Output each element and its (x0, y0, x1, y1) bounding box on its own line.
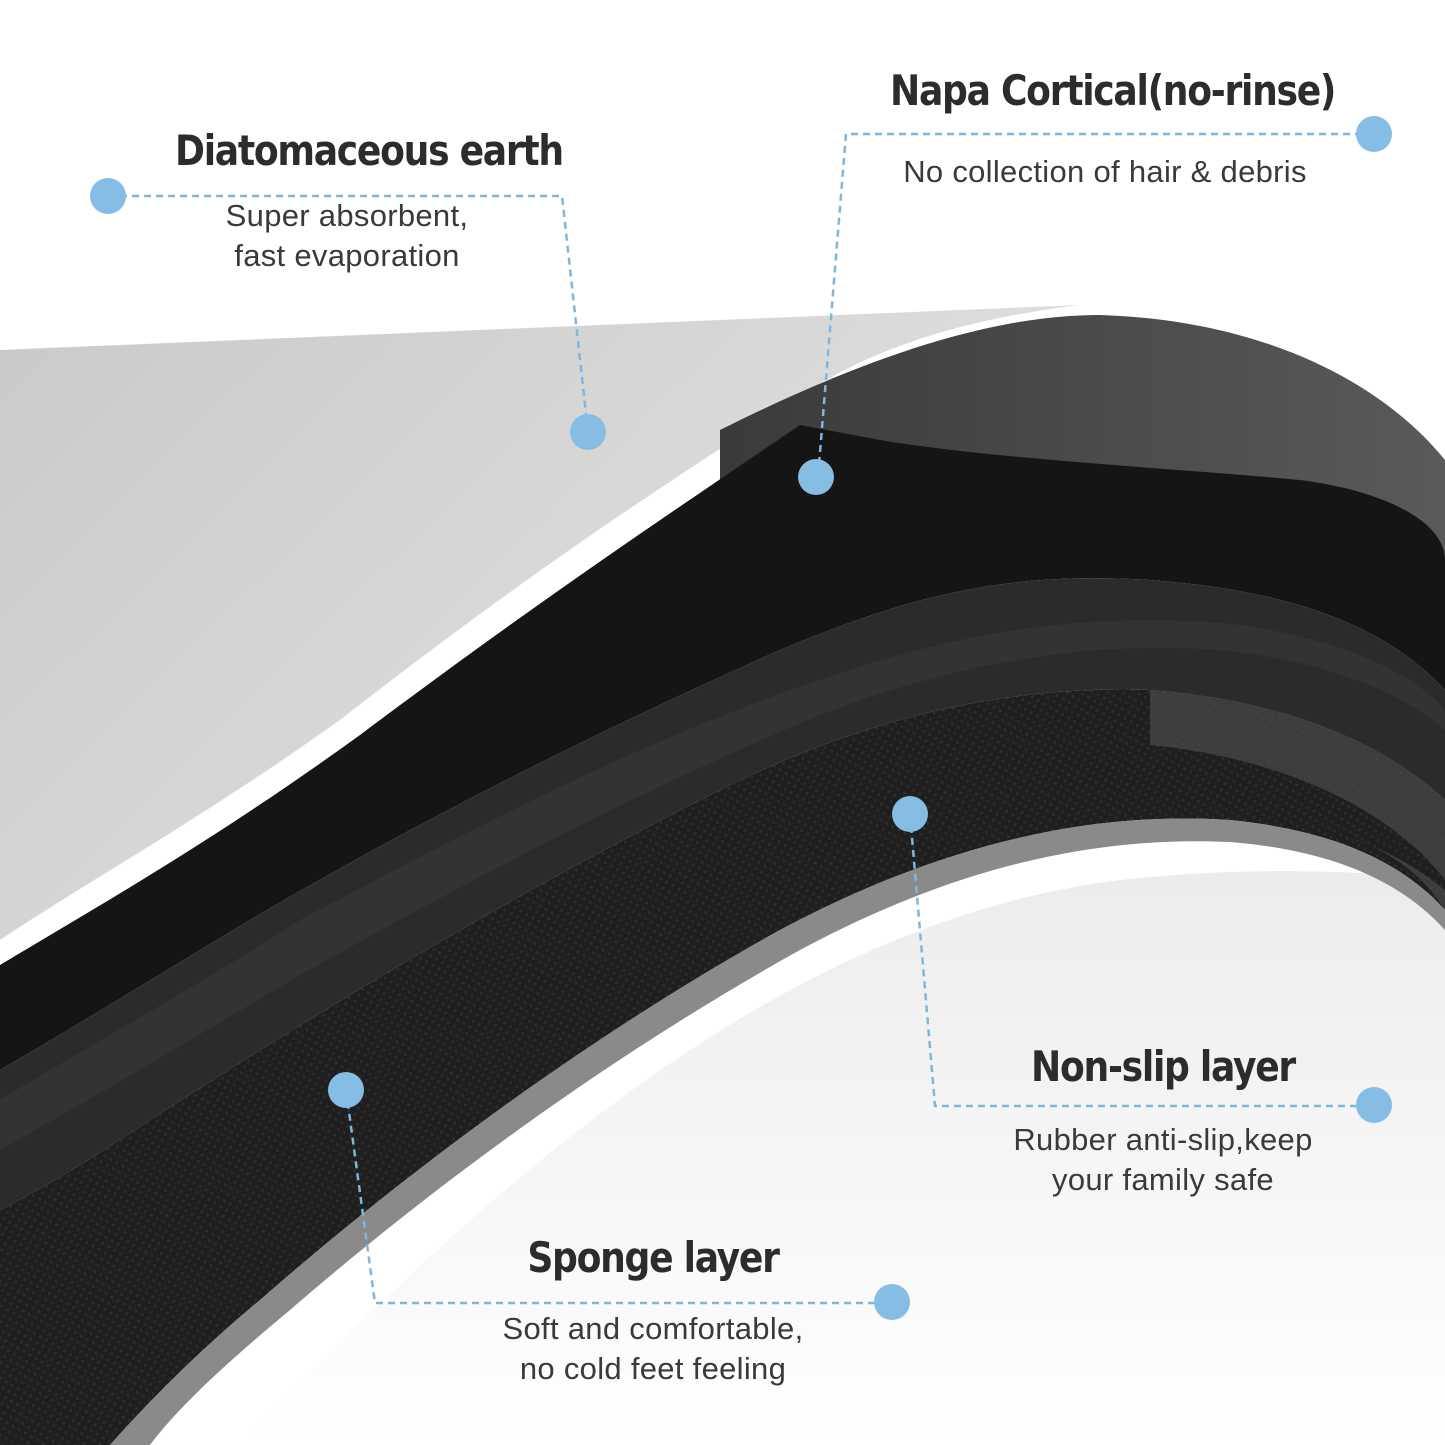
non-slip-edge (1150, 690, 1445, 910)
napa-cortical-layer (0, 425, 1445, 1070)
callout-dot-nonslip-text (1356, 1087, 1392, 1123)
callout-diatomaceous: Diatomaceous earth Super absorbent, fast… (147, 126, 564, 276)
sponge-layer-highlight (0, 620, 1445, 1150)
callout-dot-napa-text (1356, 116, 1392, 152)
callout-nonslip-desc: Rubber anti-slip,keep your family safe (958, 1120, 1368, 1200)
callout-diatomaceous-title: Diatomaceous earth (175, 126, 564, 175)
callout-diatomaceous-desc-line2: fast evaporation (234, 238, 460, 274)
callout-diatomaceous-desc-line1: Super absorbent, (225, 198, 469, 234)
callout-nonslip-title: Non-slip layer (1031, 1042, 1296, 1091)
callout-dots (90, 116, 1392, 1320)
diatomaceous-earth-surface (0, 305, 1080, 940)
leader-line-nonslip (908, 813, 1374, 1108)
callout-dot-sponge-layer (328, 1072, 364, 1108)
callout-nonslip-desc-line1: Rubber anti-slip,keep (1013, 1122, 1313, 1158)
surface-edge (0, 305, 1090, 965)
callout-dot-nonslip-layer (892, 796, 928, 832)
callout-nonslip: Non-slip layer Rubber anti-slip,keep you… (958, 1042, 1368, 1200)
callout-dot-diatomaceous-text (90, 178, 126, 214)
callout-sponge-desc-line1: Soft and comfortable, (502, 1311, 804, 1347)
callout-diatomaceous-desc: Super absorbent, fast evaporation (147, 196, 547, 276)
callout-napa-title: Napa Cortical(no-rinse) (890, 66, 1336, 115)
callout-sponge-desc: Soft and comfortable, no cold feet feeli… (448, 1309, 858, 1389)
leader-line-diatomaceous (108, 194, 590, 433)
leader-lines (108, 132, 1374, 1305)
leader-line-napa (816, 132, 1374, 478)
callout-nonslip-desc-line2: your family safe (1052, 1162, 1274, 1198)
callout-napa-desc-line1: No collection of hair & debris (903, 154, 1307, 190)
callout-napa-desc: No collection of hair & debris (855, 152, 1355, 192)
callout-dot-napa-layer (798, 459, 834, 495)
bottom-mat-edge (110, 818, 1445, 1445)
callout-dot-sponge-text (874, 1284, 910, 1320)
callout-sponge-title: Sponge layer (527, 1233, 780, 1282)
floor-shadow (240, 871, 1445, 1445)
callout-napa: Napa Cortical(no-rinse) No collection of… (855, 66, 1355, 192)
callout-sponge-desc-line2: no cold feet feeling (519, 1351, 787, 1387)
callout-sponge: Sponge layer Soft and comfortable, no co… (448, 1233, 858, 1389)
callout-dot-diatomaceous-surface (570, 414, 606, 450)
